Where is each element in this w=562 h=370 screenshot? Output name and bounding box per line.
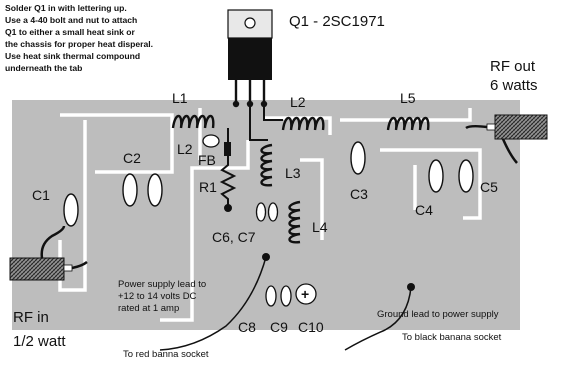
ferrite-bead-icon — [202, 134, 220, 148]
r1-label: R1 — [199, 179, 217, 195]
choke-body — [224, 142, 231, 156]
lead-wire — [263, 106, 283, 121]
c10-label: C10 — [298, 319, 324, 335]
rf-out-power: 6 watts — [490, 77, 538, 94]
note-line: the chassis for proper heat disperal. — [5, 39, 153, 49]
coil-icon — [386, 116, 430, 131]
capacitor-icon — [122, 173, 138, 207]
capacitor-icon — [255, 202, 279, 222]
note-line: Q1 to either a small heat sink or — [5, 27, 136, 37]
ground-lead — [344, 286, 412, 351]
capacitor-icon — [458, 159, 474, 193]
capacitor-icon — [265, 285, 292, 307]
rf-in-power: 1/2 watt — [13, 333, 66, 350]
l1-label: L1 — [172, 90, 188, 106]
black-socket-note: To black banana socket — [402, 332, 502, 343]
c3-label: C3 — [350, 186, 368, 202]
note-line: underneath the tab — [5, 63, 82, 73]
l4-label: L4 — [312, 219, 328, 235]
coax-connector-icon — [465, 114, 548, 164]
coax-connector-icon — [9, 225, 88, 281]
note-line: Use heat sink thermal compound — [5, 51, 140, 61]
coil-icon — [288, 200, 301, 244]
c9-label: C9 — [270, 319, 288, 335]
capacitor-icon — [428, 159, 444, 193]
fb-label: FB — [198, 152, 216, 168]
rf-out-label: RF out — [490, 58, 536, 75]
svg-text:+: + — [301, 286, 309, 302]
power-note-line: +12 to 14 volts DC — [118, 291, 197, 302]
c4-label: C4 — [415, 202, 433, 218]
rf-in-label: RF in — [13, 309, 49, 326]
c2-label: C2 — [123, 150, 141, 166]
l2-label: L2 — [177, 141, 193, 157]
capacitor-icon — [63, 193, 79, 227]
coil-icon — [281, 116, 325, 131]
resistor-icon — [219, 156, 237, 212]
c8-label: C8 — [238, 319, 256, 335]
power-lead — [159, 256, 267, 351]
l5-label: L5 — [400, 90, 416, 106]
assembly-note: Solder Q1 in with lettering up. Use a 4-… — [5, 3, 153, 73]
capacitor-icon — [350, 141, 366, 175]
coil-icon — [171, 114, 215, 129]
c5-label: C5 — [480, 179, 498, 195]
note-line: Use a 4-40 bolt and nut to attach — [5, 15, 137, 25]
c6-c7-label: C6, C7 — [212, 229, 256, 245]
transistor-icon — [227, 9, 273, 108]
c1-label: C1 — [32, 187, 50, 203]
ground-note: Ground lead to power supply — [377, 309, 499, 320]
red-socket-note: To red banna socket — [123, 349, 209, 360]
power-note-line: Power supply lead to — [118, 279, 206, 290]
lead-wire — [249, 106, 268, 141]
transistor-label: Q1 - 2SC1971 — [289, 13, 385, 30]
note-line: Solder Q1 in with lettering up. — [5, 3, 127, 13]
electrolytic-capacitor-icon: + — [295, 283, 317, 305]
l3-label: L3 — [285, 165, 301, 181]
l2-label: L2 — [290, 94, 306, 110]
coil-icon — [260, 143, 273, 187]
power-note-line: rated at 1 amp — [118, 303, 179, 314]
capacitor-icon — [147, 173, 163, 207]
